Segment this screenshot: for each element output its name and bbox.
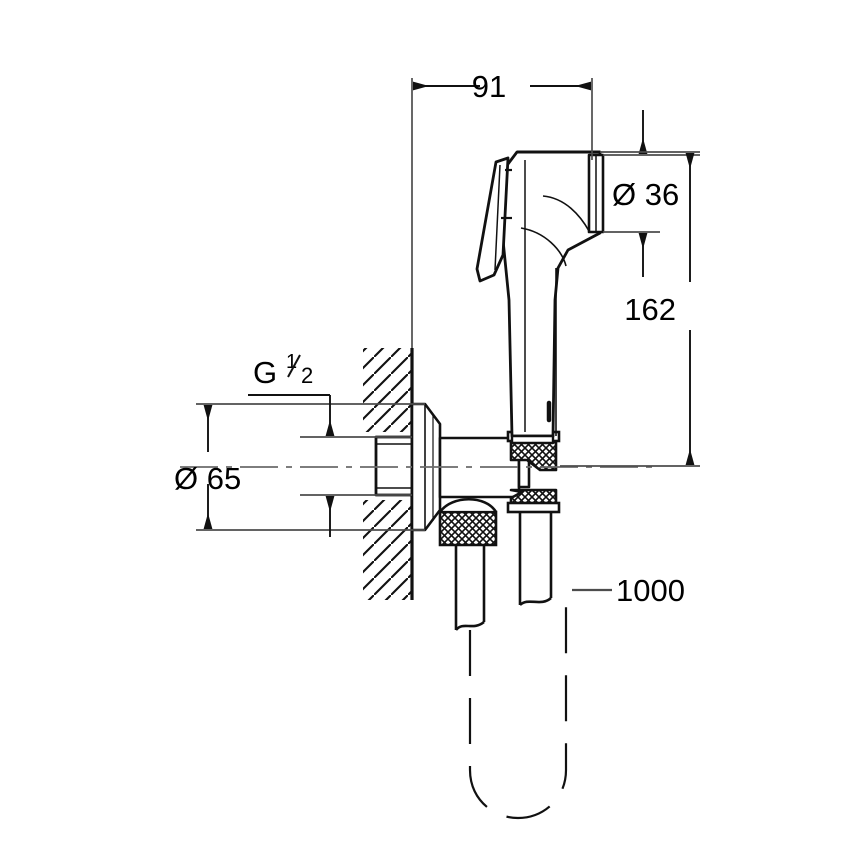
dimension-diameter-65: Ø 65 xyxy=(174,403,425,531)
dimension-label-flange-diameter: Ø 65 xyxy=(174,461,241,496)
dimension-label-head-diameter: Ø 36 xyxy=(612,177,679,212)
dimension-label-width: 91 xyxy=(472,69,506,104)
dimension-label-height: 162 xyxy=(624,292,676,327)
dimension-162: 162 xyxy=(560,151,700,467)
spray-head xyxy=(498,150,605,445)
knurled-coupling-nut xyxy=(506,488,561,514)
dimension-thread-g-half: G 1 2 xyxy=(248,351,412,537)
dimension-label-hose-length: 1000 xyxy=(616,573,685,608)
dimension-diameter-36: Ø 36 xyxy=(603,110,700,277)
dimension-label-thread-numerator: 1 xyxy=(286,351,297,373)
dimension-label-thread: G xyxy=(253,355,277,390)
dimension-91: 91 xyxy=(411,69,593,348)
dimension-label-thread-denominator: 2 xyxy=(301,363,313,388)
dimension-hose-length: 1000 xyxy=(572,573,685,608)
knurled-coupling-nut xyxy=(438,498,498,547)
trigger-lever xyxy=(475,156,512,283)
flexible-hose xyxy=(454,512,568,820)
